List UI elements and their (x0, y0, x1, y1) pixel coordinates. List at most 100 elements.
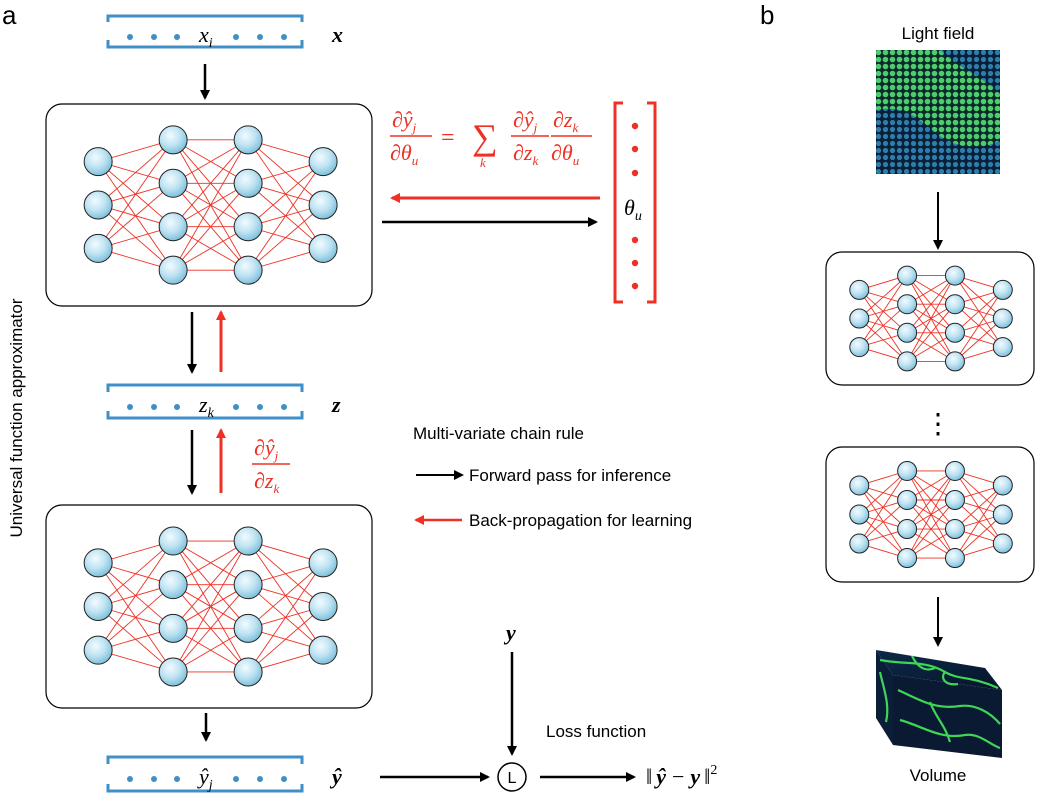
neuron-node (897, 548, 918, 569)
neuron-node (158, 125, 188, 155)
network-edge (906, 470, 956, 530)
ellipsis: ⋮ (924, 408, 952, 439)
neuron-node (158, 168, 188, 198)
network-edge (97, 182, 174, 249)
network-frame (825, 251, 1035, 386)
neuron-node (992, 279, 1013, 300)
network-edge (954, 289, 1004, 334)
network-edge (906, 303, 956, 362)
network-edge (858, 470, 908, 515)
neuron-node (897, 351, 918, 372)
neuron-node (992, 308, 1013, 329)
partial-num: ∂ŷj (254, 435, 279, 463)
network-edge (858, 499, 908, 544)
neuron-node (897, 519, 918, 540)
network-top (45, 103, 373, 307)
network-edge (97, 139, 174, 249)
neuron-node (233, 657, 263, 687)
eq-lhs-num: ∂ŷj (392, 107, 417, 135)
network-edge (247, 204, 324, 271)
network-edge (954, 318, 1004, 362)
side-label: Universal function approximator (7, 298, 26, 537)
neuron-node (158, 613, 188, 643)
output-vector: ŷj (106, 755, 304, 793)
neuron-node (849, 475, 870, 496)
neuron-node (83, 548, 113, 578)
neuron-node (83, 190, 113, 220)
loss-node-label: L (508, 770, 517, 787)
neuron-node (897, 294, 918, 315)
light-field-label: Light field (902, 24, 975, 43)
partial-derivative: ∂ŷj ∂zk (252, 435, 290, 496)
neuron-node (158, 570, 188, 600)
neuron-node (944, 519, 965, 540)
legend-title: Multi-variate chain rule (413, 424, 584, 443)
network-edge (97, 540, 174, 651)
neuron-node (158, 657, 188, 687)
neuron-node (308, 147, 338, 177)
neuron-node (308, 190, 338, 220)
param-vector: θu (613, 101, 657, 304)
latent-cell: zk (198, 392, 215, 421)
network-edge (858, 470, 908, 544)
volume-render (876, 650, 1002, 758)
neuron-node (158, 255, 188, 285)
network-edge (97, 584, 174, 651)
network-edge (97, 540, 174, 607)
partial-den: ∂zk (254, 468, 279, 496)
neuron-node (944, 294, 965, 315)
neuron-node (158, 526, 188, 556)
target-label: y (503, 620, 516, 645)
neuron-node (233, 570, 263, 600)
neuron-node (897, 460, 918, 481)
network-edge (172, 540, 249, 629)
network-edge (172, 540, 249, 673)
network-edge (954, 485, 1004, 530)
neuron-node (992, 504, 1013, 525)
eq-equals: = (441, 125, 455, 151)
eq-t2-num: ∂zk (553, 107, 578, 135)
neuron-node (849, 337, 870, 358)
neuron-node (849, 308, 870, 329)
panel-b-network-top (825, 251, 1035, 386)
network-edge (858, 303, 908, 348)
neuron-node (308, 548, 338, 578)
network-edge (906, 275, 956, 362)
output-vector-name: ŷ (329, 764, 342, 789)
neuron-node (83, 233, 113, 263)
network-edge (247, 562, 324, 673)
neuron-node (233, 613, 263, 643)
input-dots-left (127, 34, 180, 40)
eq-t2-den: ∂θu (551, 140, 580, 168)
neuron-node (233, 212, 263, 242)
network-frame (45, 504, 373, 709)
network-edge (906, 499, 956, 559)
neuron-node (233, 255, 263, 285)
input-dots-right (233, 34, 287, 40)
eq-lhs-den: ∂θu (390, 140, 419, 168)
eq-sum-index: k (480, 155, 486, 170)
neuron-node (897, 322, 918, 343)
neuron-node (849, 533, 870, 554)
neuron-node (897, 265, 918, 286)
loss-expression: ‖ŷ−y‖2 (646, 763, 717, 789)
volume-label: Volume (910, 766, 967, 785)
neuron-node (83, 592, 113, 621)
network-edge (97, 139, 174, 206)
neuron-node (83, 147, 113, 177)
neuron-node (158, 212, 188, 242)
network-frame (825, 446, 1035, 583)
neuron-node (233, 526, 263, 556)
neuron-node (992, 533, 1013, 554)
panel-a-label: a (2, 0, 17, 30)
legend: Multi-variate chain rule Forward pass fo… (413, 424, 692, 530)
neuron-node (233, 125, 263, 155)
eq-t1-num: ∂ŷj (513, 107, 538, 135)
network-frame (45, 103, 373, 307)
latent-vector-name: z (331, 392, 341, 417)
neuron-node (308, 635, 338, 665)
network-edge (906, 275, 956, 334)
neuron-node (308, 592, 338, 621)
neuron-node (944, 265, 965, 286)
